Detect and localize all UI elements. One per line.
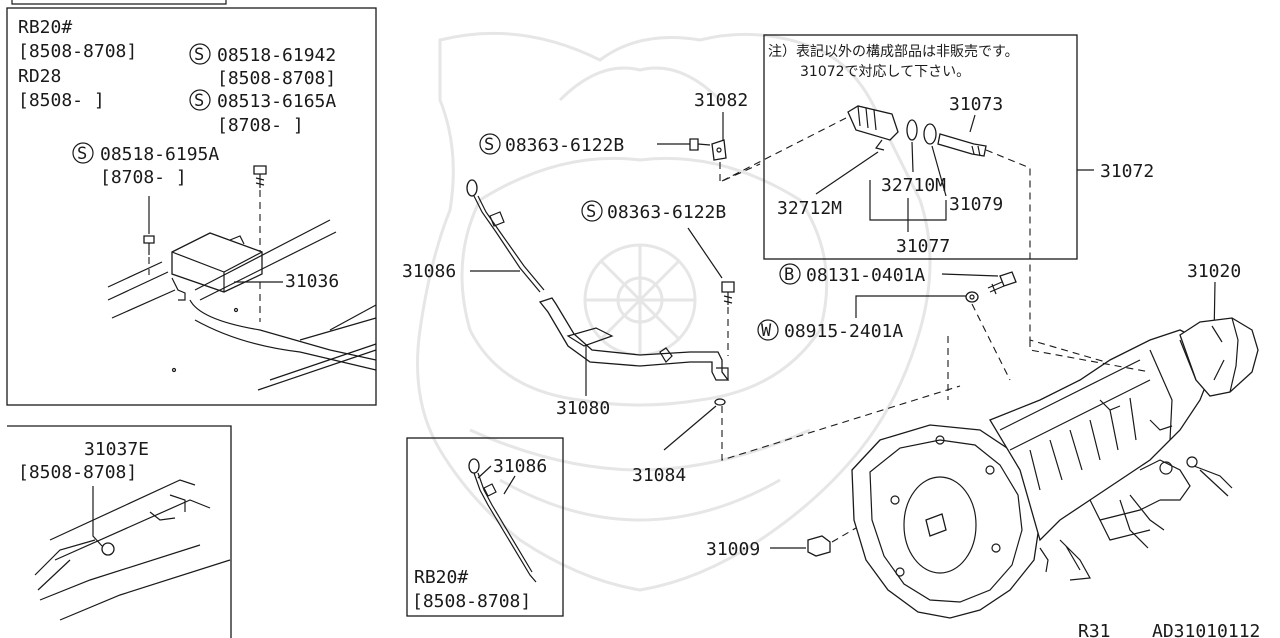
label-part-08131-0401a: 08131-0401A (806, 265, 925, 286)
label-31037e: 31037E (84, 439, 149, 460)
label-31077: 31077 (896, 236, 950, 257)
leader-line (855, 295, 966, 318)
leader-dashed (719, 117, 847, 183)
leader-dashed (721, 385, 961, 461)
label-rb20: RB20# (414, 567, 468, 588)
vehicle-body-outline (107, 219, 377, 391)
bracket-31077 (869, 180, 947, 232)
label-part-08363-6122b: 08363-6122B (505, 135, 624, 156)
sensor-plug-part (101, 542, 115, 556)
label-date-open: [8508- ] (18, 90, 105, 111)
label-part-08513-6165a: 08513-6165A (217, 91, 336, 112)
label-31079: 31079 (949, 194, 1003, 215)
circle-letter: B (784, 265, 794, 285)
circle-letter: S (194, 91, 204, 111)
circle-letter: S (484, 135, 494, 155)
leader-line (663, 405, 717, 451)
control-unit-part (171, 232, 263, 301)
label-32712m: 32712M (777, 198, 842, 219)
leader-line (477, 465, 516, 495)
leader-line (941, 273, 999, 277)
note-text-line1: 注）表記以外の構成部品は非販売です。 (768, 43, 1019, 60)
transmission-assembly-part (851, 317, 1259, 619)
label-r31: R31 (1078, 621, 1111, 638)
label-part-08518-6195a: 08518-6195A (100, 144, 219, 165)
label-date-range: [8508-8708] (217, 68, 336, 89)
filler-tube-part (538, 297, 730, 381)
label-31084: 31084 (632, 465, 686, 486)
circle-letter: W (761, 321, 772, 341)
label-32710m: 32710M (881, 175, 946, 196)
label-31080: 31080 (556, 398, 610, 419)
label-31086: 31086 (493, 456, 547, 477)
label-date-range: [8508-8708] (18, 462, 137, 483)
watermark-emblem (416, 31, 932, 592)
label-part-08518-61942: 08518-61942 (217, 45, 336, 66)
s-circle-icon: S (72, 142, 94, 164)
label-date-range: [8508-8708] (18, 41, 137, 62)
bracket-plate-part (711, 139, 727, 161)
seal-part (923, 123, 937, 145)
dipstick-part (468, 458, 537, 583)
circle-letter: S (77, 144, 87, 164)
circle-letter: S (586, 202, 596, 222)
leader-line (815, 151, 879, 195)
leader-line (931, 145, 947, 197)
leader-line (969, 114, 976, 133)
label-31036: 31036 (285, 271, 339, 292)
leader-line (687, 227, 723, 279)
dipstick-part (466, 179, 545, 293)
drain-plug-part (807, 535, 831, 557)
leader-dashed (719, 162, 761, 183)
label-31082: 31082 (694, 90, 748, 111)
pinion-gear-part (937, 133, 987, 157)
label-part-08915-2401a: 08915-2401A (784, 321, 903, 342)
s-circle-icon: S (581, 200, 603, 222)
label-part-08363-6122b: 08363-6122B (607, 202, 726, 223)
inset-box-speedometer (763, 34, 1078, 260)
w-circle-icon: W (757, 319, 779, 341)
o-ring-part (714, 398, 726, 406)
s-circle-icon: S (189, 89, 211, 111)
label-rd28: RD28 (18, 66, 61, 87)
bolt-icon (721, 281, 735, 305)
leader-dashed (947, 303, 1011, 400)
leader-line (92, 486, 103, 547)
inset-top-bracket (11, 0, 227, 5)
label-31073: 31073 (949, 94, 1003, 115)
label-date-open: [8708- ] (100, 167, 187, 188)
b-circle-icon: B (779, 263, 801, 285)
note-text-line2: 31072で対応して下さい。 (800, 64, 970, 80)
label-31009: 31009 (706, 539, 760, 560)
inset-box-dipstick (406, 437, 564, 617)
label-31020: 31020 (1187, 261, 1241, 282)
bolt-icon (143, 235, 155, 255)
inset-box-bottom-left (7, 425, 232, 638)
s-circle-icon: S (479, 133, 501, 155)
pinion-sleeve-part (847, 105, 899, 151)
washer-part (965, 291, 979, 303)
leader-dashed (1029, 340, 1151, 373)
inset-box-top-left (6, 7, 377, 406)
leader-dashed (985, 149, 1141, 373)
circle-letter: S (194, 45, 204, 65)
label-31072: 31072 (1100, 161, 1154, 182)
label-diagram-code: AD31010112 (1152, 621, 1260, 638)
bolt-icon (689, 138, 711, 151)
vehicle-body-outline (34, 479, 231, 621)
s-circle-icon: S (189, 43, 211, 65)
bolt-icon (253, 165, 267, 188)
bolt-icon (987, 271, 1017, 295)
label-date-open: [8708- ] (217, 115, 304, 136)
label-rb20: RB20# (18, 17, 72, 38)
o-ring-part (906, 119, 918, 141)
label-date-range: [8508-8708] (412, 591, 531, 612)
label-31086: 31086 (402, 261, 456, 282)
leader-line (911, 141, 914, 173)
